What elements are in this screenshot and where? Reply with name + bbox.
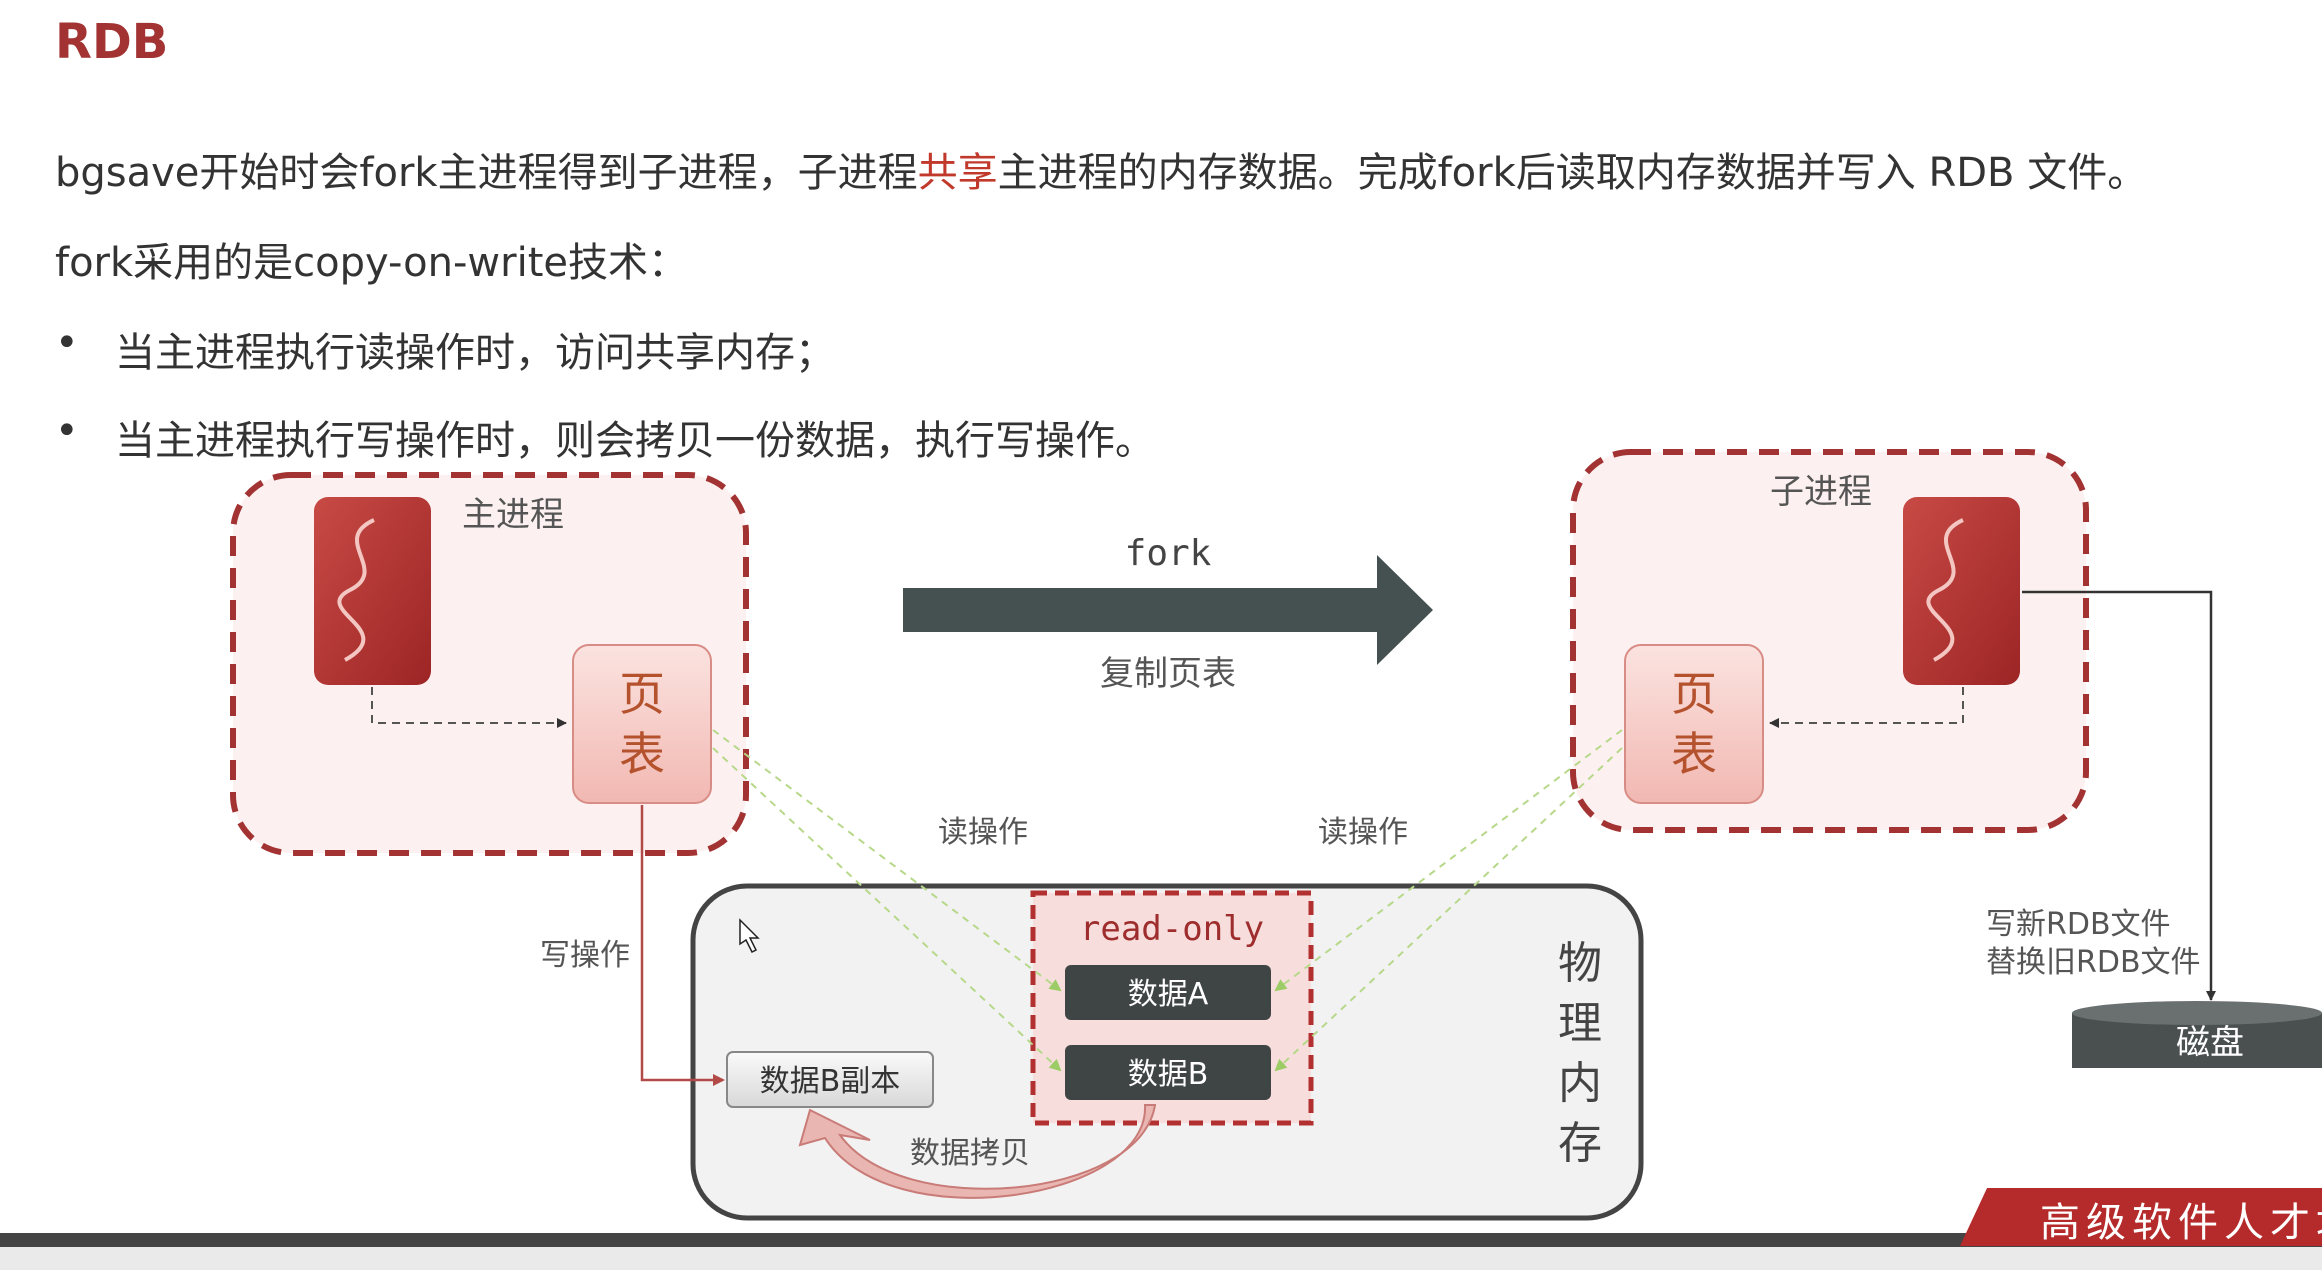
fork-arrow — [903, 555, 1433, 665]
main-process-icon — [314, 497, 431, 685]
svg-text:物: 物 — [1558, 938, 1602, 989]
data-copy-label: 数据拷贝 — [910, 1136, 1030, 1171]
bullet-read: 当主进程执行读操作时，访问共享内存； — [115, 330, 835, 376]
copy-page-table-label: 复制页表 — [1100, 654, 1236, 694]
footer-bar — [0, 1233, 2322, 1247]
svg-text:表: 表 — [1671, 727, 1717, 781]
intro-text-a: bgsave开始时会fork主进程得到子进程，子进程 — [55, 150, 918, 196]
data-a-block — [1065, 965, 1271, 1020]
data-a-label: 数据A — [1128, 977, 1209, 1012]
svg-text:页: 页 — [1671, 667, 1717, 721]
fork-label: fork — [1125, 533, 1212, 574]
data-copy-arrow — [798, 1104, 1157, 1199]
disk-icon: 磁盘 — [2072, 1001, 2322, 1068]
slide-title: RDB — [55, 14, 169, 70]
write-new-rdb-label: 写新RDB文件 — [1986, 907, 2171, 942]
read-only-label: read-only — [1080, 909, 1264, 949]
svg-text:存: 存 — [1558, 1118, 1602, 1169]
bullet-mark-1: • — [55, 320, 79, 366]
child-to-pagetable-arrow — [1769, 687, 1964, 728]
data-b-block — [1065, 1045, 1271, 1100]
svg-text:理: 理 — [1558, 998, 1602, 1049]
bullet-write: 当主进程执行写操作时，则会拷贝一份数据，执行写操作。 — [115, 418, 1155, 464]
child-process-icon — [1903, 497, 2020, 685]
svg-text:页: 页 — [619, 667, 665, 721]
svg-text:内: 内 — [1558, 1058, 1602, 1109]
physical-memory-label: 物 理 内 存 — [1558, 938, 1602, 1169]
read-op-arrows — [712, 729, 1623, 1072]
mouse-cursor-icon — [739, 918, 760, 954]
read-op-label-left: 读操作 — [938, 815, 1028, 850]
data-b-copy-block — [726, 1051, 934, 1108]
intro-text-b: 主进程的内存数据。完成fork后读取内存数据并写入 RDB 文件。 — [997, 150, 2148, 196]
data-b-copy-label: 数据B副本 — [760, 1064, 901, 1099]
replace-old-rdb-label: 替换旧RDB文件 — [1986, 945, 2201, 980]
write-op-arrow — [640, 805, 725, 1086]
intro-line-1: bgsave开始时会fork主进程得到子进程，子进程共享主进程的内存数据。完成f… — [55, 140, 2147, 198]
write-op-label: 写操作 — [540, 938, 630, 973]
child-process-label: 子进程 — [1770, 472, 1872, 512]
data-b-label: 数据B — [1128, 1057, 1209, 1092]
child-page-table: 页 表 — [1624, 644, 1764, 804]
bullet-mark-2: • — [55, 408, 79, 454]
main-process-label: 主进程 — [462, 495, 564, 535]
svg-text:表: 表 — [619, 727, 665, 781]
main-page-table: 页 表 — [572, 644, 712, 804]
shared-highlight: 共享 — [917, 150, 998, 196]
footer-strip — [0, 1247, 2322, 1270]
intro-line-2: fork采用的是copy-on-write技术： — [55, 240, 688, 286]
read-op-label-right: 读操作 — [1318, 815, 1408, 850]
child-to-disk-line — [2022, 590, 2216, 1001]
disk-label: 磁盘 — [2176, 1023, 2244, 1063]
main-to-pagetable-arrow — [371, 687, 567, 728]
brand-text: 高级软件人才培 — [2040, 1200, 2322, 1246]
